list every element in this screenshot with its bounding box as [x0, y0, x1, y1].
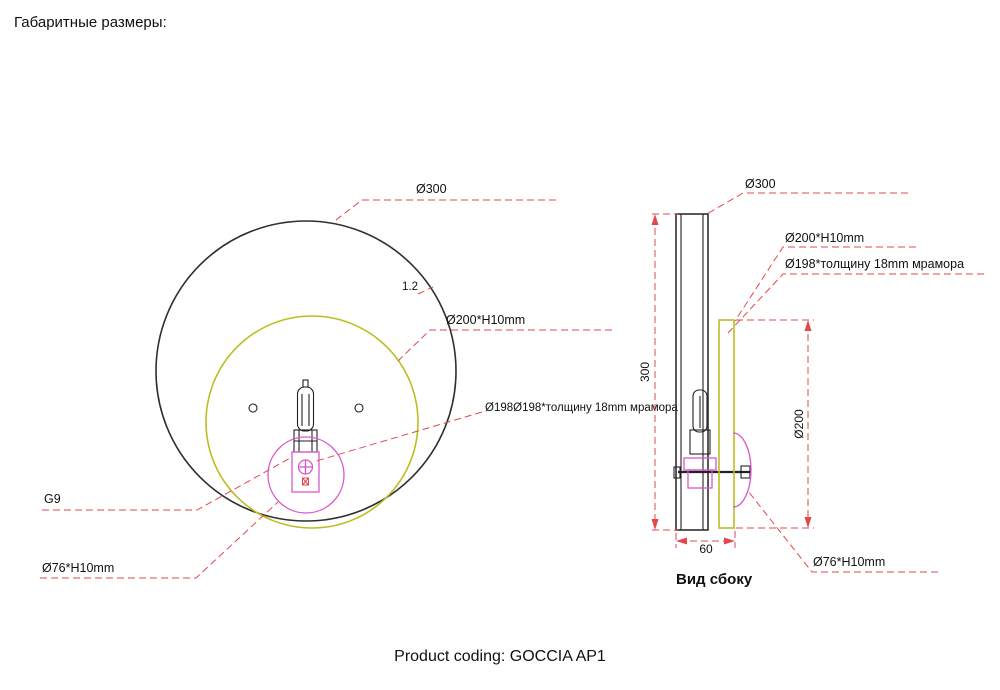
bracket-front: [291, 451, 320, 493]
g9-bulb-side: [692, 389, 708, 433]
front-leader-lines: [40, 199, 612, 579]
side-view: Ø300 Ø200*H10mm Ø198*толщину 18mm мрамор…: [638, 177, 984, 588]
page-title: Габаритные размеры:: [14, 14, 167, 31]
side-black-details: [673, 214, 751, 530]
leader-d200: [397, 329, 612, 362]
leader-d200-side: [734, 246, 916, 322]
leader-g9: [42, 456, 293, 511]
product-coding: Product coding: GOCCIA AP1: [394, 648, 606, 665]
label-thickness: 1.2: [402, 281, 418, 293]
leader-d76: [40, 501, 279, 579]
g9-bulb-front: [296, 386, 315, 432]
arrow-depth-right: [724, 537, 735, 545]
label-d76-front: Ø76*H10mm: [42, 561, 114, 575]
leader-thickness: [417, 286, 434, 295]
bolt-nut: [740, 465, 751, 479]
leader-d300-side: [704, 192, 908, 216]
terminal-mark-line: [302, 477, 309, 486]
mounting-hole-left: [248, 403, 258, 413]
front-view: Ø300 1.2 Ø200*H10mm Ø198Ø198*толщину 18m…: [40, 182, 678, 579]
leader-d300: [331, 199, 556, 224]
terminal-mark: [302, 477, 309, 486]
label-d200-side: Ø200*H10mm: [785, 231, 864, 245]
label-d76-side: Ø76*H10mm: [813, 555, 885, 569]
side-marble: [718, 319, 735, 529]
front-black-outlines: [155, 220, 457, 522]
front-magenta: [267, 436, 345, 514]
bulb-tip: [302, 379, 309, 388]
arrow-depth-left: [676, 537, 687, 545]
front-black-details: [248, 379, 364, 453]
label-d300-front: Ø300: [416, 182, 447, 196]
arrow-diameter-bottom: [804, 517, 812, 528]
dim-text-diameter: Ø200: [792, 409, 806, 439]
label-d200-front: Ø200*H10mm: [446, 313, 525, 327]
leader-d76-side: [747, 490, 938, 573]
bracket-side-body: [687, 469, 713, 489]
dim-text-height: 300: [638, 362, 652, 382]
side-plate: [675, 213, 709, 531]
label-d198-front: Ø198Ø198*толщину 18mm мрамора: [485, 402, 678, 414]
side-leader-lines: [652, 192, 984, 573]
plate-outline-side: [675, 213, 709, 531]
arrow-height-bottom: [651, 519, 659, 530]
mounting-hole-right: [354, 403, 364, 413]
arrow-diameter-top: [804, 320, 812, 331]
outer-circle-d300: [155, 220, 457, 522]
label-d198-side: Ø198*толщину 18mm мрамора: [785, 257, 964, 271]
label-socket-g9: G9: [44, 492, 61, 506]
socket-body-side: [689, 429, 711, 455]
dimension-arrows: [651, 214, 812, 545]
leader-d198: [312, 411, 483, 463]
arrow-height-top: [651, 214, 659, 225]
front-red-detail: [302, 477, 309, 486]
bracket-side-top: [683, 457, 717, 471]
marble-circle-d200: [205, 315, 419, 529]
leader-d198-side: [727, 273, 984, 334]
glass-circle-d76: [267, 436, 345, 514]
front-marble: [205, 315, 419, 529]
label-d300-side: Ø300: [745, 177, 776, 191]
marble-rect-side: [718, 319, 735, 529]
dim-text-depth: 60: [699, 542, 713, 556]
side-view-caption: Вид сбоку: [676, 571, 753, 588]
glass-arc-side: [732, 432, 752, 508]
side-magenta: [683, 432, 752, 508]
bolt-washer: [673, 466, 681, 479]
